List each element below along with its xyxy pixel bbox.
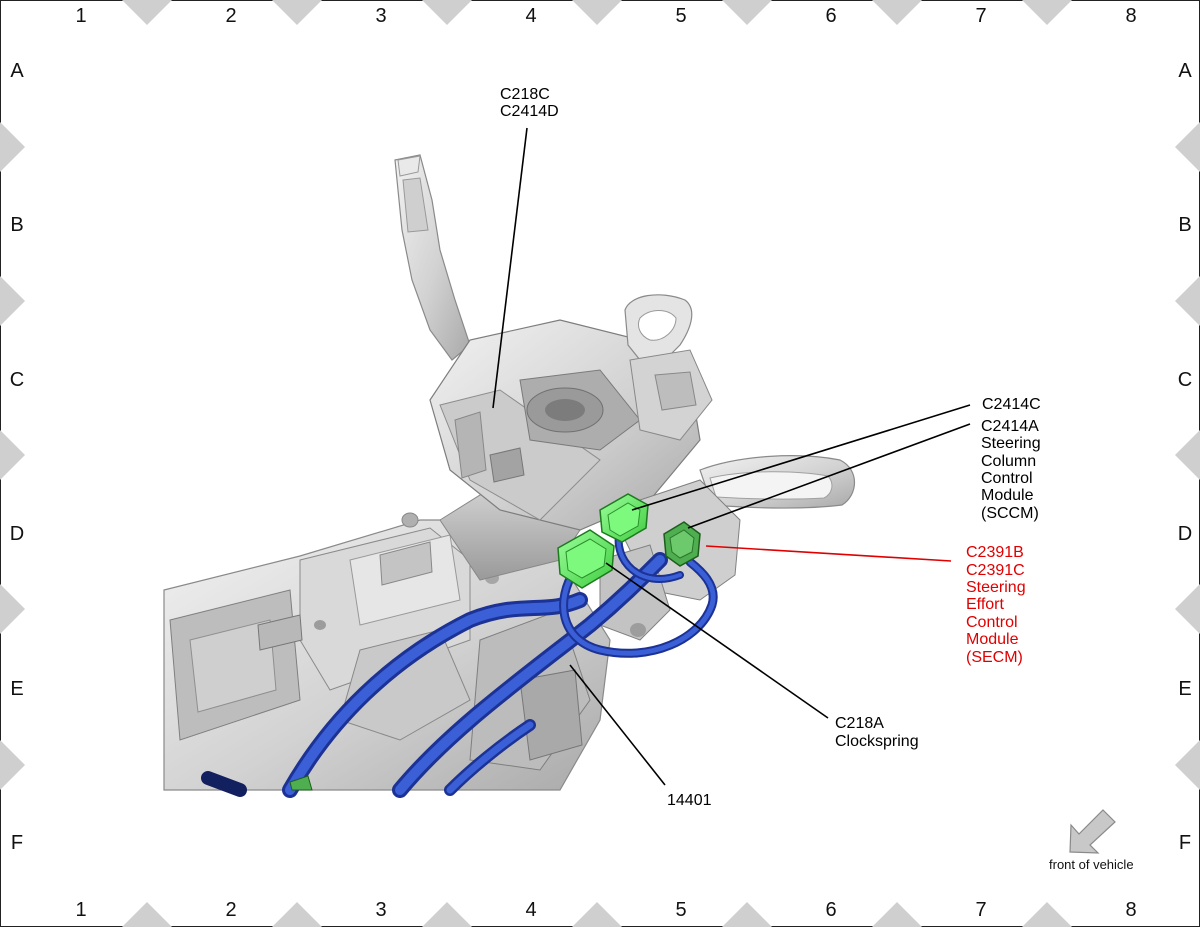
- grid-row-c-left: C: [10, 369, 24, 391]
- callout-c2391-line7: (SECM): [966, 649, 1023, 666]
- callout-c2414c: C2414C: [982, 396, 1041, 413]
- callout-c2414a-line6: (SCCM): [981, 505, 1039, 522]
- leader-lines: [492, 127, 971, 786]
- grid-row-labels: A B C D E F A B C D E F: [10, 60, 1193, 854]
- callout-c2391-line3: Steering: [966, 579, 1026, 596]
- callout-c2391-line4: Effort: [966, 596, 1005, 613]
- callout-c218c: C218C C2414D: [500, 86, 559, 120]
- grid-column-labels: 1 2 3 4 5 6 7 8 1 2 3 4 5 6 7 8: [75, 5, 1136, 921]
- grid-row-d-left: D: [10, 523, 24, 545]
- connector-c218c-c2414d[interactable]: [599, 493, 649, 543]
- grid-col-3-top: 3: [375, 5, 386, 27]
- grid-col-7-top: 7: [975, 5, 986, 27]
- grid-col-5-bottom: 5: [675, 899, 686, 921]
- grid-row-b-right: B: [1178, 214, 1191, 236]
- callout-c218a-line1: C218A: [835, 715, 884, 732]
- grid-row-e-right: E: [1178, 678, 1191, 700]
- callout-c2414a: C2414A Steering Column Control Module (S…: [981, 418, 1041, 522]
- callout-c218c-line2: C2414D: [500, 103, 559, 120]
- grid-row-a-right: A: [1178, 60, 1192, 82]
- callout-c2391-line1: C2391B: [966, 544, 1024, 561]
- grid-col-2-top: 2: [225, 5, 236, 27]
- callout-c2391-line6: Module: [966, 631, 1019, 648]
- grid-col-3-bottom: 3: [375, 899, 386, 921]
- grid-col-6-bottom: 6: [825, 899, 836, 921]
- grid-row-b-left: B: [10, 214, 23, 236]
- callout-harness: 14401: [667, 792, 712, 809]
- front-of-vehicle-label: front of vehicle: [1049, 857, 1134, 872]
- connector-c218a[interactable]: [557, 529, 615, 589]
- callout-c2414a-line5: Module: [981, 487, 1034, 504]
- callout-harness-line1: 14401: [667, 792, 712, 809]
- grid-row-c-right: C: [1178, 369, 1192, 391]
- callout-c2414c-line1: C2414C: [982, 396, 1041, 413]
- grid-row-f-left: F: [11, 832, 23, 854]
- leader-c218a: [605, 562, 829, 719]
- grid-row-f-right: F: [1179, 832, 1191, 854]
- leader-14401: [569, 664, 666, 786]
- callout-c2414a-line3: Column: [981, 453, 1036, 470]
- grid-col-5-top: 5: [675, 5, 686, 27]
- grid-col-7-bottom: 7: [975, 899, 986, 921]
- steering-column-assembly: [163, 154, 855, 791]
- leader-c2414c: [631, 404, 971, 511]
- leader-c2391-red: [705, 545, 952, 562]
- grid-col-4-top: 4: [525, 5, 536, 27]
- grid-row-d-right: D: [1178, 523, 1192, 545]
- grid-row-e-left: E: [10, 678, 23, 700]
- grid-col-6-top: 6: [825, 5, 836, 27]
- callout-c218a: C218A Clockspring: [835, 715, 919, 750]
- callout-c2414a-line2: Steering: [981, 435, 1041, 452]
- grid-col-8-top: 8: [1125, 5, 1136, 27]
- front-of-vehicle-arrow-icon: [1069, 809, 1116, 854]
- connector-small-lower: [289, 775, 313, 791]
- grid-col-2-bottom: 2: [225, 899, 236, 921]
- callout-c2414a-line1: C2414A: [981, 418, 1039, 435]
- grid-col-1-top: 1: [75, 5, 86, 27]
- connector-c2391b-c2391c[interactable]: [663, 521, 701, 567]
- leader-c218c: [492, 127, 528, 409]
- callout-c218a-line2: Clockspring: [835, 733, 919, 750]
- callout-c2391-line2: C2391C: [966, 562, 1025, 579]
- grid-row-a-left: A: [10, 60, 24, 82]
- leader-c2414a: [687, 423, 971, 529]
- callout-c2414a-line4: Control: [981, 470, 1033, 487]
- callout-c218c-line1: C218C: [500, 86, 550, 103]
- grid-col-4-bottom: 4: [525, 899, 536, 921]
- callout-c2391: C2391B C2391C Steering Effort Control Mo…: [966, 544, 1026, 666]
- grid-col-8-bottom: 8: [1125, 899, 1136, 921]
- callout-c2391-line5: Control: [966, 614, 1018, 631]
- grid-col-1-bottom: 1: [75, 899, 86, 921]
